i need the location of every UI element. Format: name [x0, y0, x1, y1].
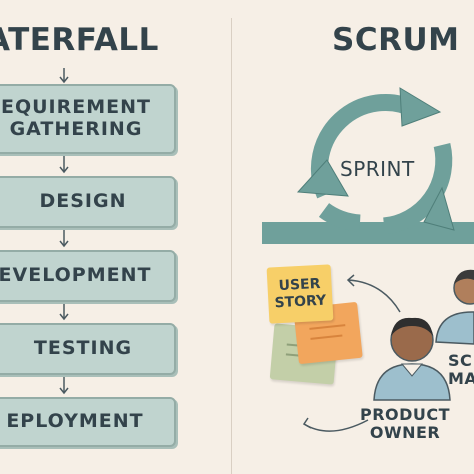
user-story-note: USER STORY: [266, 264, 334, 324]
waterfall-step-development: EVELOPMENT: [0, 250, 176, 302]
step-label: EQUIREMENT GATHERING: [1, 96, 151, 140]
scrum-master-label: SC MA: [448, 351, 474, 389]
arrowhead: [296, 159, 349, 197]
product-owner-label: PRODUCT OWNER: [360, 405, 451, 443]
scrum-panel: SCRUM: [232, 0, 474, 474]
panel-divider: [231, 18, 232, 474]
step-label: EPLOYMENT: [6, 410, 144, 433]
step-label: EVELOPMENT: [0, 264, 152, 287]
waterfall-panel: ATERFALL EQUIREMENT GATHERING DESIGN EVE…: [0, 0, 232, 474]
arrowhead: [399, 87, 442, 127]
sticky-note-icon: [293, 301, 363, 365]
waterfall-step-deployment: EPLOYMENT: [0, 397, 176, 447]
waterfall-step-design: DESIGN: [0, 176, 176, 228]
curved-arrow-icon: [347, 279, 401, 313]
person-icon: [373, 317, 451, 401]
person-icon: [435, 269, 474, 345]
step-label: TESTING: [33, 337, 133, 360]
user-story-label: USER STORY: [274, 276, 327, 312]
waterfall-step-requirement-gathering: EQUIREMENT GATHERING: [0, 84, 176, 154]
scrum-graphics: [262, 87, 474, 432]
arrowhead: [423, 186, 455, 231]
waterfall-step-testing: TESTING: [0, 323, 176, 375]
waterfall-connectors: [59, 68, 69, 395]
sprint-baseline: [262, 222, 474, 244]
waterfall-title: ATERFALL: [0, 22, 159, 58]
scrum-title: SCRUM: [332, 22, 460, 58]
curved-arrow-icon: [303, 419, 369, 432]
sprint-label: SPRINT: [340, 157, 415, 181]
step-label: DESIGN: [39, 190, 127, 213]
note-lines: [309, 324, 346, 340]
